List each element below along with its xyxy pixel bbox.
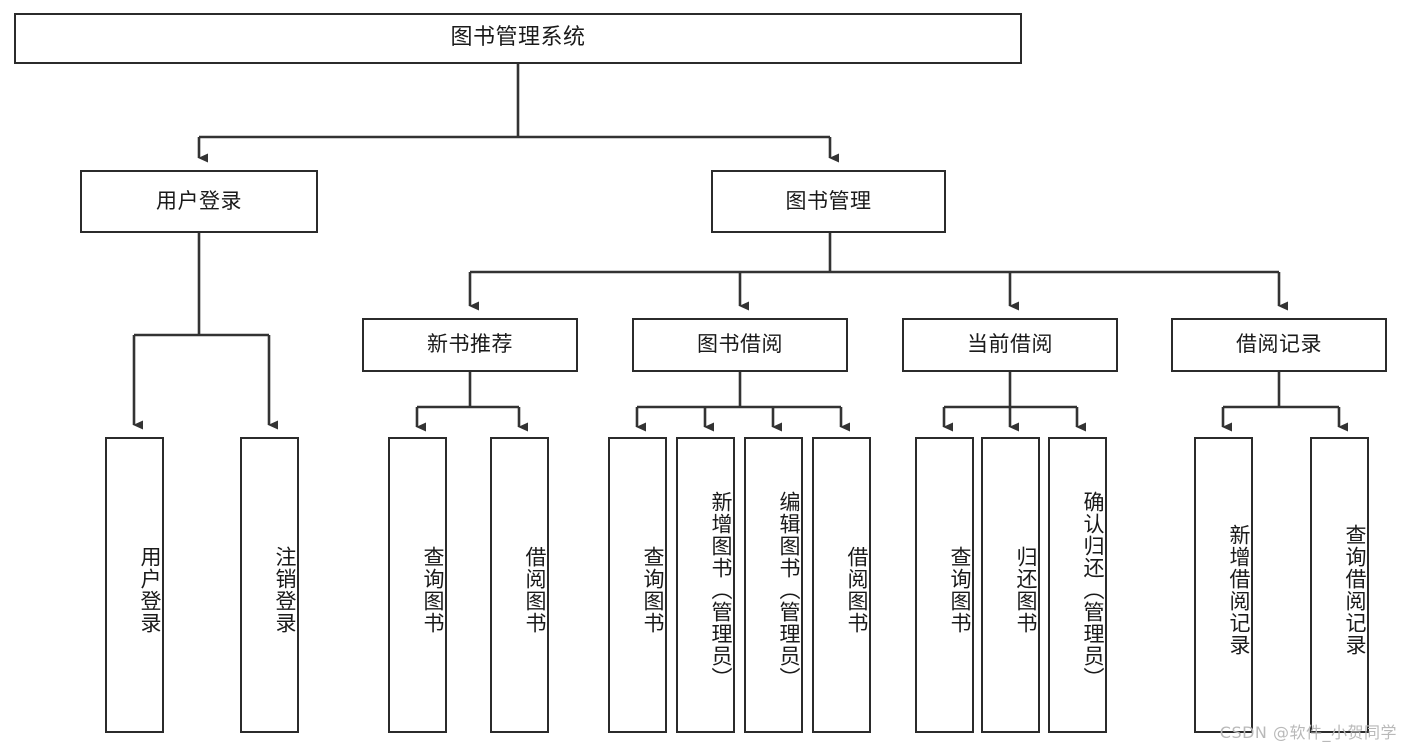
node-current-borrow[interactable]: 当前借阅 bbox=[902, 318, 1118, 372]
leaf-borrow-borrow-book[interactable]: 借阅图书 bbox=[812, 437, 871, 733]
leaf-new-book-borrow[interactable]: 借阅图书 bbox=[490, 437, 549, 733]
node-borrow-records[interactable]: 借阅记录 bbox=[1171, 318, 1387, 372]
leaf-current-return-book[interactable]: 归还图书 bbox=[981, 437, 1040, 733]
leaf-current-query-book[interactable]: 查询图书 bbox=[915, 437, 974, 733]
node-book-borrow[interactable]: 图书借阅 bbox=[632, 318, 848, 372]
leaf-user-login[interactable]: 用户登录 bbox=[105, 437, 164, 733]
node-root-system[interactable]: 图书管理系统 bbox=[14, 13, 1022, 64]
leaf-borrow-query-book[interactable]: 查询图书 bbox=[608, 437, 667, 733]
node-new-book-recommend[interactable]: 新书推荐 bbox=[362, 318, 578, 372]
leaf-logout[interactable]: 注销登录 bbox=[240, 437, 299, 733]
leaf-borrow-edit-book-admin[interactable]: 编辑图书（管理员） bbox=[744, 437, 803, 733]
leaf-borrow-add-book-admin[interactable]: 新增图书（管理员） bbox=[676, 437, 735, 733]
leaf-new-book-query[interactable]: 查询图书 bbox=[388, 437, 447, 733]
leaf-record-query[interactable]: 查询借阅记录 bbox=[1310, 437, 1369, 733]
node-book-management[interactable]: 图书管理 bbox=[711, 170, 946, 233]
watermark-text: CSDN @软件_小贺同学 bbox=[1219, 723, 1397, 742]
node-user-login[interactable]: 用户登录 bbox=[80, 170, 318, 233]
leaf-record-add[interactable]: 新增借阅记录 bbox=[1194, 437, 1253, 733]
leaf-current-confirm-return-admin[interactable]: 确认归还（管理员） bbox=[1048, 437, 1107, 733]
